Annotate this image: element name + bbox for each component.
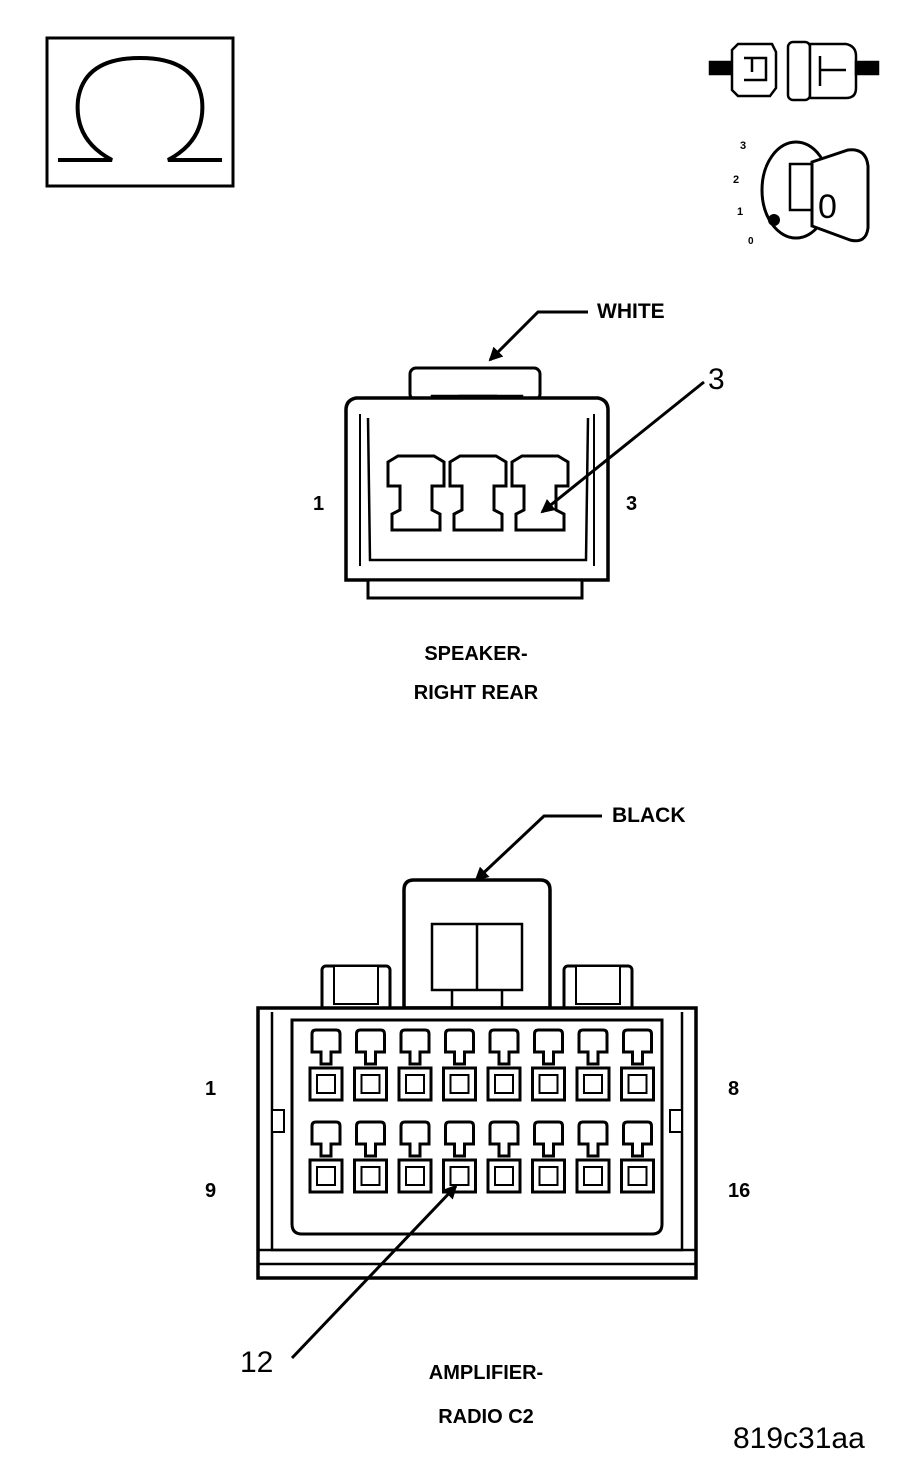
amplifier-pin-15-terminal [583, 1166, 603, 1186]
amplifier-color-label: BLACK [612, 804, 686, 827]
amplifier-pin-16-label: 16 [728, 1180, 750, 1202]
speaker-connector: WHITE 1 3 3 SPEAKER- RIGHT REAR [313, 300, 725, 704]
speaker-caption-line2: RIGHT REAR [414, 682, 539, 704]
amplifier-pin-6-latch [533, 1028, 564, 1066]
amplifier-pin-8-latch [622, 1028, 653, 1066]
amplifier-pin-11-latch [399, 1120, 431, 1158]
amplifier-pin-11-terminal [405, 1166, 425, 1186]
amplifier-pin-2-latch [355, 1028, 386, 1066]
disconnect-connector-icon [708, 40, 880, 102]
amplifier-pin-9-terminal [316, 1166, 336, 1186]
amplifier-pin-12-terminal [449, 1166, 470, 1186]
amplifier-caption-line2: RADIO C2 [438, 1406, 534, 1428]
speaker-caption-line1: SPEAKER- [424, 643, 527, 665]
ignition-position-3: 3 [740, 140, 746, 152]
amplifier-caption-line1: AMPLIFIER- [429, 1362, 543, 1384]
amplifier-pin-1-label: 1 [205, 1078, 216, 1100]
speaker-pin-1-label: 1 [313, 493, 324, 515]
amplifier-pin-5-terminal [494, 1074, 514, 1094]
amplifier-pin-15-latch [577, 1120, 609, 1158]
ignition-position-1: 1 [737, 206, 743, 218]
amplifier-pin-3-cavity [397, 1066, 433, 1102]
amplifier-pin-16-terminal [627, 1166, 648, 1186]
amplifier-pin-3-latch [399, 1028, 431, 1066]
amplifier-pin-4-latch [444, 1028, 475, 1066]
amplifier-pin-7-latch [577, 1028, 609, 1066]
amplifier-pin-14-terminal [538, 1166, 559, 1186]
speaker-pin-3-label: 3 [626, 493, 637, 515]
amplifier-pin-6-terminal [538, 1074, 559, 1094]
ignition-position-0: 0 [748, 236, 754, 247]
amplifier-pin-12-latch [444, 1120, 475, 1158]
ohm-symbol-icon [45, 36, 235, 188]
ignition-position-2: 2 [733, 174, 739, 186]
amplifier-pin-9-latch [310, 1120, 342, 1158]
amplifier-callout-label: 12 [240, 1346, 273, 1379]
amplifier-pin-1-terminal [316, 1074, 336, 1094]
amplifier-pin-1-latch [310, 1028, 342, 1066]
amplifier-pin-8-label: 8 [728, 1078, 739, 1100]
amplifier-pin-9-label: 9 [205, 1180, 216, 1202]
speaker-callout-label: 3 [708, 363, 725, 396]
ignition-key-off-icon: 3 2 1 0 0 [733, 140, 870, 247]
amplifier-pin-8-cavity [620, 1066, 655, 1102]
amplifier-pin-2-terminal [360, 1074, 381, 1094]
amplifier-pin-10-terminal [360, 1166, 381, 1186]
amplifier-pin-7-terminal [583, 1074, 603, 1094]
ignition-key-label: 0 [818, 188, 837, 226]
amplifier-pin-5-latch [488, 1028, 520, 1066]
amplifier-pin-4-terminal [449, 1074, 470, 1094]
amplifier-pin-16-latch [622, 1120, 653, 1158]
amplifier-connector: BLACK 1 8 9 16 12 AMPLIFIER- RADIO C2 [205, 804, 750, 1428]
amplifier-pin-8-terminal [627, 1074, 648, 1094]
amplifier-pin-10-cavity [353, 1158, 388, 1194]
amplifier-pin-13-latch [488, 1120, 520, 1158]
amplifier-pin-13-terminal [494, 1166, 514, 1186]
amplifier-pin-14-latch [533, 1120, 564, 1158]
amplifier-pin-10-latch [355, 1120, 386, 1158]
figure-id: 819c31aa [733, 1422, 865, 1455]
amplifier-pin-3-terminal [405, 1074, 425, 1094]
speaker-color-label: WHITE [597, 300, 665, 323]
